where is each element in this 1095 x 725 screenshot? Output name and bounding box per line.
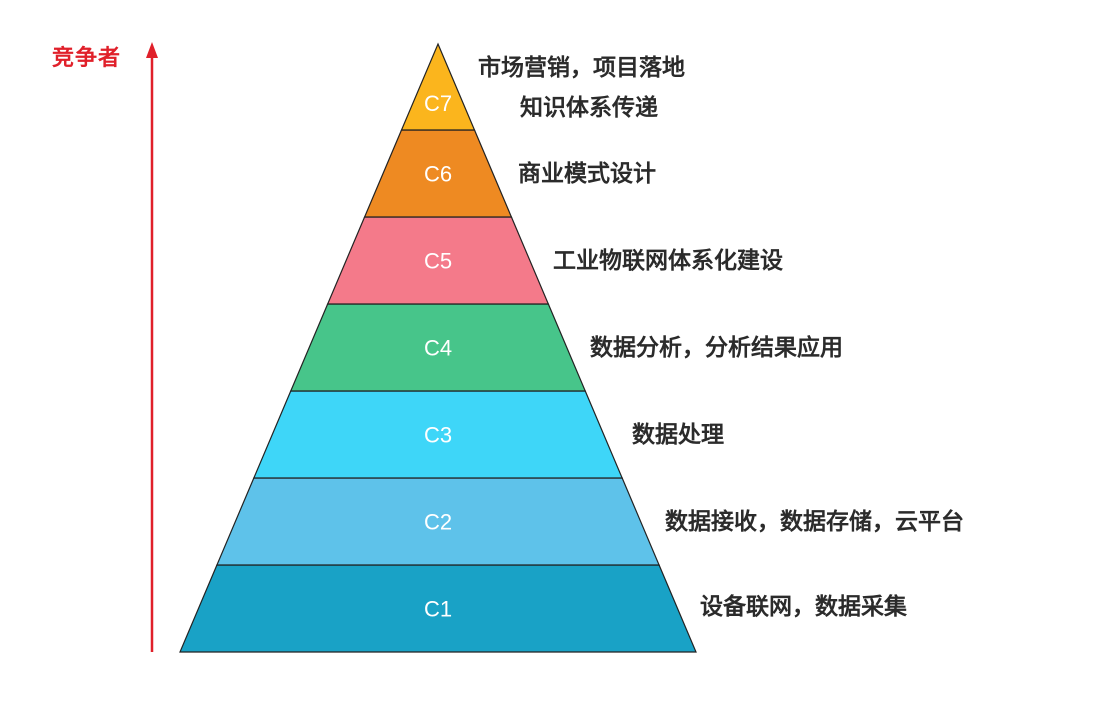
layer-description-line: 工业物联网体系化建设 <box>553 248 783 274</box>
layer-description-line: 商业模式设计 <box>518 161 656 187</box>
layer-description-line: 设备联网，数据采集 <box>700 594 907 620</box>
competitor-axis-label: 竞争者 <box>52 46 122 71</box>
layer-description-line: 数据接收，数据存储，云平台 <box>665 509 964 535</box>
layer-description-c4: 数据分析，分析结果应用 <box>590 331 843 365</box>
layer-description-line: 知识体系传递 <box>520 95 658 121</box>
layer-description-c7: 市场营销，项目落地知识体系传递 <box>478 51 685 125</box>
layer-code-c4: C4 <box>424 336 452 361</box>
layer-code-c6: C6 <box>424 162 452 187</box>
competitor-axis-arrowhead <box>146 42 158 58</box>
layer-description-c6: 商业模式设计 <box>518 157 656 191</box>
layer-description-c2: 数据接收，数据存储，云平台 <box>665 505 964 539</box>
layer-description-c5: 工业物联网体系化建设 <box>553 244 783 278</box>
layer-description-line: 数据分析，分析结果应用 <box>590 335 843 361</box>
pyramid-layer-c7 <box>400 42 476 131</box>
layer-code-c5: C5 <box>424 249 452 274</box>
layer-code-c2: C2 <box>424 510 452 535</box>
layer-description-line: 数据处理 <box>632 422 724 448</box>
layer-description-c3: 数据处理 <box>632 418 724 452</box>
layer-description-c1: 设备联网，数据采集 <box>700 590 907 624</box>
layer-description-line: 市场营销，项目落地 <box>478 55 685 81</box>
layer-code-c3: C3 <box>424 423 452 448</box>
layer-code-c7: C7 <box>424 91 452 116</box>
pyramid-layers: C1 C2 C3 C4 C5 C6 C7 <box>179 42 697 653</box>
layer-code-c1: C1 <box>424 597 452 622</box>
